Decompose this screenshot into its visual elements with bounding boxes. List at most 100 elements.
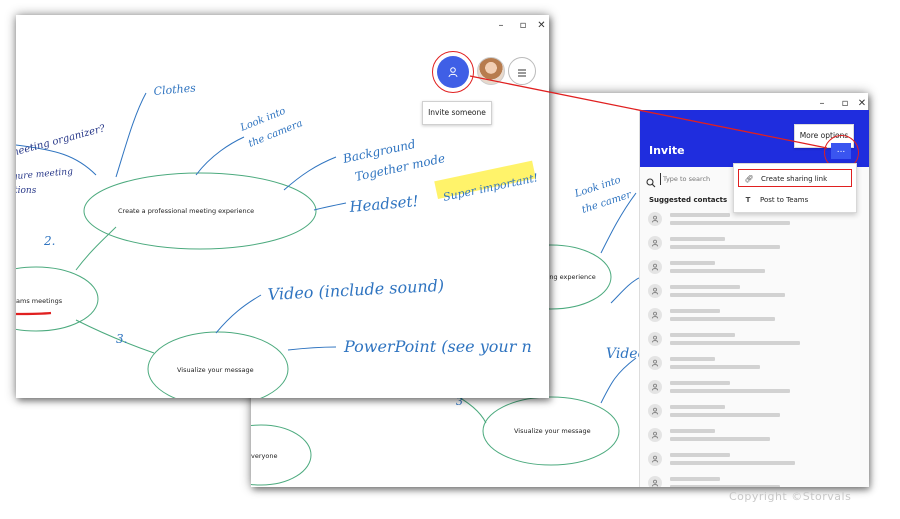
avatar-placeholder-icon <box>648 332 662 346</box>
list-item[interactable] <box>648 330 848 350</box>
avatar-placeholder-icon <box>648 356 662 370</box>
list-item[interactable] <box>648 258 848 278</box>
front-window: – ▫ ✕ ams meetings Create a professional… <box>16 15 549 398</box>
contact-line <box>670 405 725 409</box>
contact-line <box>670 285 740 289</box>
back-whiteboard-canvas[interactable]: eting experience Visualize your message … <box>251 93 639 487</box>
hw-video: Video (include sound) <box>267 276 444 304</box>
hw-clothes: Clothes <box>153 81 197 98</box>
hw-powerpoint: PowerPoint (see your n <box>343 337 532 356</box>
contact-line <box>670 381 730 385</box>
avatar-placeholder-icon <box>648 308 662 322</box>
contact-line <box>670 261 715 265</box>
search-row <box>646 173 736 188</box>
avatar-placeholder-icon <box>648 476 662 487</box>
search-input[interactable] <box>660 173 733 185</box>
list-item[interactable] <box>648 210 848 230</box>
contact-line <box>670 245 780 249</box>
node-ellipse-center <box>16 266 99 332</box>
contact-line <box>670 437 770 441</box>
node-label-1: Create a professional meeting experience <box>118 207 254 215</box>
list-item[interactable] <box>648 450 848 470</box>
back-node-label-1: eting experience <box>541 273 596 281</box>
close-button[interactable]: ✕ <box>537 20 546 31</box>
arrow-left-1 <box>16 144 97 176</box>
contact-line <box>670 357 715 361</box>
contact-line <box>670 269 765 273</box>
back-node-ellipse-2 <box>482 396 620 466</box>
maximize-button[interactable]: ▫ <box>841 98 849 109</box>
contact-line <box>670 293 785 297</box>
avatar-placeholder-icon <box>648 404 662 418</box>
highlight-circle <box>432 51 474 93</box>
arrow-background <box>283 156 337 191</box>
contact-line <box>670 317 775 321</box>
node-ellipse-1 <box>83 172 317 250</box>
contact-line <box>670 461 795 465</box>
list-item[interactable] <box>648 354 848 374</box>
invite-title: Invite <box>649 144 685 157</box>
minimize-button[interactable]: – <box>498 20 504 31</box>
list-item[interactable] <box>648 402 848 422</box>
avatar[interactable] <box>477 57 505 85</box>
avatar-placeholder-icon <box>648 452 662 466</box>
contact-line <box>670 485 780 487</box>
node-ellipse-2 <box>147 331 289 398</box>
branch-line-3 <box>75 319 155 354</box>
node-label-2: Visualize your message <box>177 366 254 374</box>
list-item[interactable] <box>648 234 848 254</box>
more-options-button[interactable]: ... <box>831 143 851 159</box>
list-item[interactable] <box>648 426 848 446</box>
avatar-placeholder-icon <box>648 260 662 274</box>
avatar-placeholder-icon <box>648 284 662 298</box>
branch-num-2: 2. <box>43 234 55 248</box>
hw-left-3: tions <box>16 186 37 196</box>
arrow-powerpoint <box>287 346 337 351</box>
suggested-contacts-title: Suggested contacts <box>649 196 728 204</box>
copyright-watermark: Copyright ©Storvals <box>729 490 852 503</box>
menu-button[interactable] <box>508 57 536 85</box>
contact-line <box>670 333 735 337</box>
back-node-ellipse-3 <box>251 424 312 486</box>
contact-line <box>670 221 790 225</box>
red-underline <box>16 311 52 316</box>
close-button[interactable]: ✕ <box>857 98 867 109</box>
yellow-highlight <box>434 160 536 199</box>
branch-line-2 <box>75 226 117 271</box>
arrow-clothes <box>115 92 147 178</box>
node-label-center: ams meetings <box>16 297 63 305</box>
hw-left-2: gure meeting <box>16 167 74 182</box>
link-icon: 🔗︎ <box>744 175 754 183</box>
back-arrow-3 <box>610 277 639 304</box>
list-item[interactable] <box>648 282 848 302</box>
back-hw-video: Video <box>606 346 639 362</box>
contact-line <box>670 389 790 393</box>
branch-num-3: 3. <box>116 332 127 346</box>
back-node-label-3: veryone <box>251 452 277 460</box>
more-options-menu: 🔗︎ Create sharing link T Post to Teams <box>733 163 857 213</box>
back-arrow-1 <box>600 192 637 254</box>
list-item[interactable] <box>648 474 848 487</box>
back-node-label-2: Visualize your message <box>514 427 591 435</box>
list-item[interactable] <box>648 306 848 326</box>
invite-button[interactable] <box>437 56 469 88</box>
back-branch-num-3: 3 <box>456 395 463 408</box>
post-to-teams-item[interactable]: T Post to Teams <box>738 191 852 209</box>
contact-line <box>670 453 730 457</box>
contact-line <box>670 341 800 345</box>
person-icon <box>447 63 459 82</box>
contact-line <box>670 477 720 481</box>
maximize-button[interactable]: ▫ <box>519 20 527 31</box>
contact-line <box>670 365 760 369</box>
list-item[interactable] <box>648 378 848 398</box>
avatar-placeholder-icon <box>648 380 662 394</box>
hamburger-icon <box>517 62 527 81</box>
hw-headset: Headset! <box>348 192 419 216</box>
create-sharing-link-item[interactable]: 🔗︎ Create sharing link <box>738 169 852 187</box>
search-icon <box>646 173 656 192</box>
contact-line <box>670 309 720 313</box>
contact-line <box>670 213 730 217</box>
contact-line <box>670 237 725 241</box>
front-whiteboard-canvas[interactable]: ams meetings Create a professional meeti… <box>16 15 549 398</box>
arrow-headset <box>313 202 347 211</box>
